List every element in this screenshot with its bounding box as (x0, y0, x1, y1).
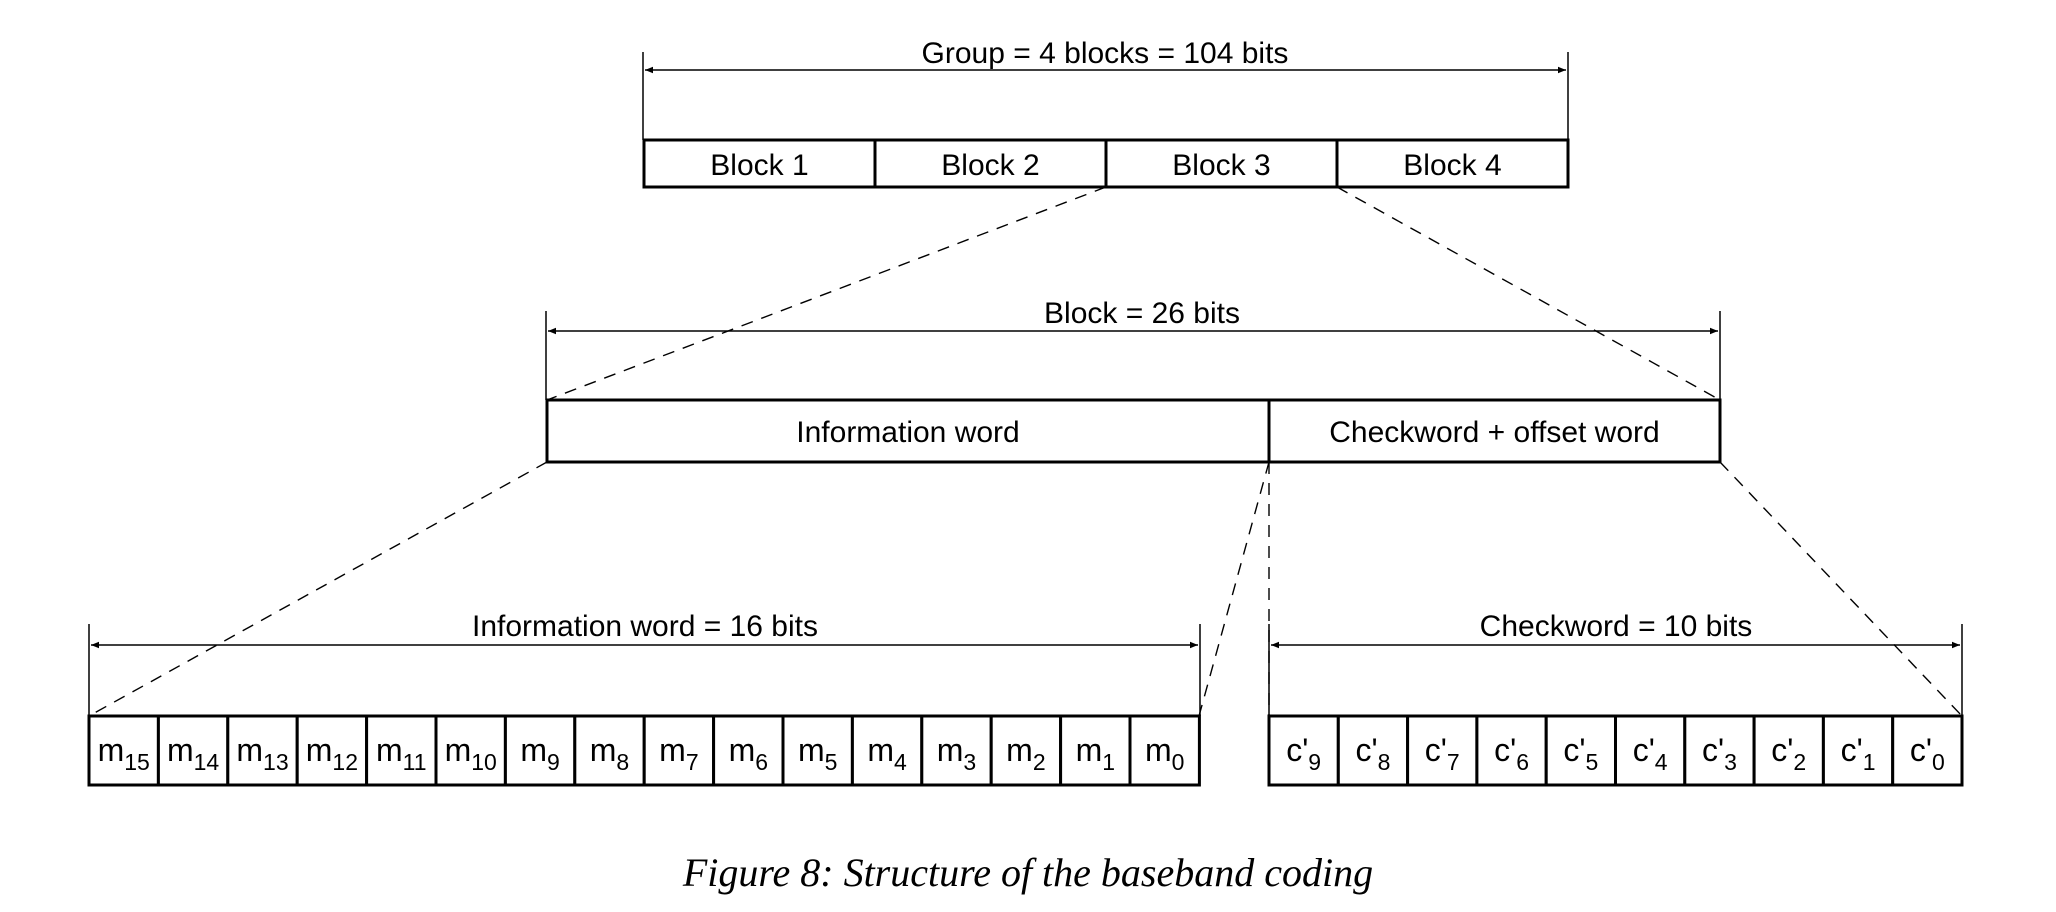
info-bit-2-label: m2 (1006, 732, 1045, 775)
block-1-cell: Block 1 (642, 138, 877, 189)
group-dimension-label: Group = 4 blocks = 104 bits (922, 37, 1289, 70)
info-bit-5-cell: m5 (781, 714, 854, 787)
info-bit-15-cell: m15 (87, 714, 160, 787)
group-dimension: Group = 4 blocks = 104 bits (642, 37, 1569, 140)
check-bit-6-label: c'6 (1494, 732, 1529, 775)
check-bit-9-label: c'9 (1286, 732, 1321, 775)
check-bit-3-cell: c'3 (1683, 714, 1756, 787)
info-bit-11-cell: m11 (365, 714, 438, 787)
check-bit-8-label: c'8 (1355, 732, 1390, 775)
check-bit-0-label: c'0 (1910, 732, 1945, 775)
info-bit-5-label: m5 (798, 732, 837, 775)
check-bit-3-label: c'3 (1702, 732, 1737, 775)
check-bit-7-cell: c'7 (1406, 714, 1479, 787)
check-bit-4-cell: c'4 (1614, 714, 1687, 787)
block-fields-row: Information word Checkword + offset word (545, 398, 1722, 464)
info-bit-10-cell: m10 (434, 714, 507, 787)
info-bit-6-label: m6 (729, 732, 768, 775)
figure-caption: Figure 8: Structure of the baseband codi… (682, 850, 1373, 895)
check-bit-0-cell: c'0 (1891, 714, 1964, 787)
check-bit-1-label: c'1 (1841, 732, 1876, 775)
info-bit-0-label: m0 (1145, 732, 1184, 775)
check-bit-2-cell: c'2 (1752, 714, 1825, 787)
info-bit-12-label: m12 (306, 732, 358, 775)
info-bit-10-label: m10 (445, 732, 497, 775)
information-word-field-label: Information word (796, 416, 1019, 449)
info-bit-15-label: m15 (98, 732, 150, 775)
info-bit-3-cell: m3 (920, 714, 993, 787)
info-bit-4-label: m4 (867, 732, 907, 775)
info-bit-0-cell: m0 (1128, 714, 1201, 787)
info-bit-13-label: m13 (236, 732, 288, 775)
check-bit-9-cell: c'9 (1267, 714, 1340, 787)
block-4-label: Block 4 (1403, 149, 1501, 182)
block-2-label: Block 2 (941, 149, 1039, 182)
check-bit-1-cell: c'1 (1821, 714, 1895, 787)
check-bit-4-label: c'4 (1633, 732, 1668, 775)
group-blocks-row: Block 1 Block 2 Block 3 Block 4 (642, 138, 1570, 189)
block-dimension-label: Block = 26 bits (1044, 297, 1240, 330)
block-3-label: Block 3 (1172, 149, 1270, 182)
info-word-dimension: Information word = 16 bits (88, 610, 1201, 716)
info-bit-9-cell: m9 (503, 714, 577, 787)
info-bit-2-cell: m2 (989, 714, 1063, 787)
expand-block3-right-dash (1336, 186, 1721, 401)
information-word-field: Information word (545, 398, 1271, 464)
block-dimension: Block = 26 bits (545, 297, 1721, 400)
checkword-offset-field-label: Checkword + offset word (1329, 416, 1659, 449)
info-bit-8-cell: m8 (573, 714, 646, 787)
check-bit-8-cell: c'8 (1336, 714, 1410, 787)
check-bit-7-label: c'7 (1425, 732, 1460, 775)
info-bit-9-label: m9 (520, 732, 559, 775)
check-bit-5-cell: c'5 (1544, 714, 1617, 787)
info-bit-1-cell: m1 (1059, 714, 1132, 787)
check-bit-2-label: c'2 (1771, 732, 1806, 775)
check-bit-5-label: c'5 (1563, 732, 1598, 775)
info-word-dimension-label: Information word = 16 bits (472, 610, 818, 643)
block-4-cell: Block 4 (1335, 138, 1570, 189)
checkword-bits-row: c'9 c'8 c'7 c'6 c'5 c'4 c'3 c'2 c'1 c'0 (1267, 714, 1964, 787)
checkword-offset-field: Checkword + offset word (1267, 398, 1722, 464)
info-bit-7-label: m7 (659, 732, 698, 775)
block-2-cell: Block 2 (873, 138, 1108, 189)
info-bit-4-cell: m4 (850, 714, 924, 787)
check-bit-6-cell: c'6 (1475, 714, 1548, 787)
info-bit-14-label: m14 (167, 732, 219, 775)
info-bit-11-label: m11 (376, 732, 427, 775)
info-bit-12-cell: m12 (295, 714, 369, 787)
info-word-bits-row: m15 m14 m13 m12 m11 m10 m9 m8 m7 m6 m5 m4 m3 m2 m1 m0 (87, 714, 1201, 787)
info-bit-7-cell: m7 (642, 714, 716, 787)
block-1-label: Block 1 (710, 149, 808, 182)
expand-info-right-dash (1198, 461, 1270, 717)
expand-block3-left-dash (546, 186, 1107, 401)
info-bit-1-label: m1 (1076, 732, 1115, 775)
checkword-dimension-label: Checkword = 10 bits (1480, 610, 1753, 643)
info-bit-8-label: m8 (590, 732, 629, 775)
checkword-dimension: Checkword = 10 bits (1268, 610, 1963, 716)
info-bit-14-cell: m14 (156, 714, 230, 787)
info-bit-3-label: m3 (937, 732, 976, 775)
info-bit-6-cell: m6 (712, 714, 785, 787)
expand-info-left-dash (88, 461, 548, 717)
expand-check-right-dash (1719, 461, 1963, 717)
info-bit-13-cell: m13 (226, 714, 299, 787)
block-3-cell: Block 3 (1104, 138, 1339, 189)
